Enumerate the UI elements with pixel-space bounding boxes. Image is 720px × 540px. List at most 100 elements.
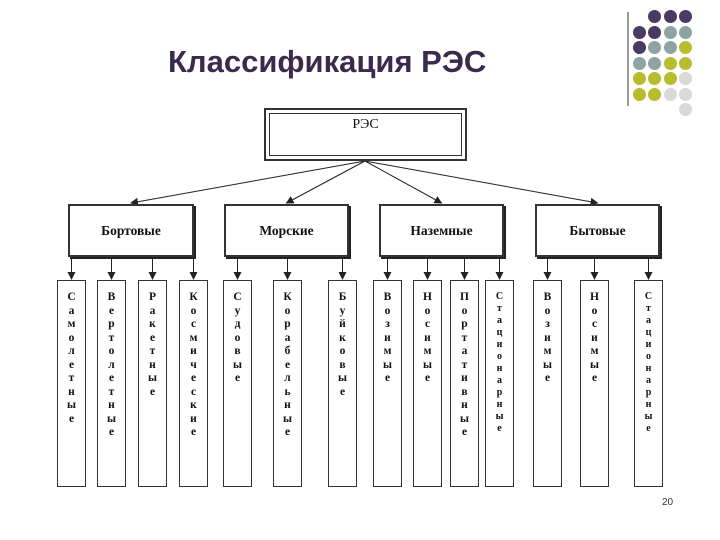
leaf-node-letter: в [234, 345, 241, 357]
leaf-node-letter: к [339, 331, 346, 344]
leaf-node-letter: и [645, 339, 652, 350]
leaf-node-letter: н [108, 399, 115, 411]
leaf-node-letter: и [461, 372, 468, 384]
leaf-node-letter: ы [590, 358, 599, 371]
decorative-dot [632, 56, 646, 70]
leaf-node-letter: т [461, 358, 468, 371]
leaf-node-letter: С [495, 291, 504, 302]
leaf-node-letter: и [424, 331, 431, 344]
leaf-node-letter: в [461, 385, 468, 398]
leaf-node-letter: Н [423, 291, 432, 303]
root-to-category-arrow [364, 160, 443, 204]
leaf-node-letter: ы [460, 412, 469, 425]
leaf-node-letter: ы [338, 372, 347, 384]
leaf-node-letter: с [424, 318, 431, 330]
decorative-dot [679, 41, 692, 54]
leaf-node-letter: с [591, 318, 598, 330]
leaf-node-letter: н [645, 363, 652, 374]
leaf-node-letter: ы [644, 411, 653, 422]
leaf-node-letter: к [190, 399, 197, 411]
leaf-node-letter: н [645, 399, 652, 410]
leaf-node-letter: н [461, 399, 468, 411]
root-to-category-arrow [130, 160, 366, 206]
leaf-node-letter: е [424, 372, 431, 384]
leaf-node-letter: а [497, 315, 502, 326]
leaf-node-letter: е [384, 372, 391, 384]
leaf-node-letter: н [284, 399, 291, 411]
leaf-node-letter: ы [148, 372, 157, 384]
leaf-node-letter: з [385, 318, 390, 330]
leaf-node-letter: т [68, 372, 75, 384]
leaf-node-letter: е [108, 372, 115, 384]
leaf-node-letter: о [591, 304, 598, 317]
leaf-node-letter: ч [190, 358, 197, 371]
leaf-node-letter: и [496, 339, 503, 350]
leaf-node-letter: е [461, 426, 468, 438]
decorative-dot [648, 25, 661, 39]
leaf-node-letter: н [149, 358, 156, 371]
leaf-node-letter: ы [383, 358, 392, 371]
leaf-node-letter: е [108, 426, 115, 438]
leaf-node-letter: е [108, 304, 115, 317]
leaf-node-letter: о [190, 304, 197, 317]
leaf-node-letter: В [107, 291, 116, 303]
leaf-node-letter: К [189, 291, 198, 303]
decorative-dot [679, 103, 692, 116]
leaf-node-letter: о [339, 345, 346, 357]
leaf-node-letter: н [496, 399, 503, 410]
leaf-node-letter: о [497, 351, 502, 362]
decorative-dot [679, 72, 692, 85]
decorative-dot [632, 72, 646, 85]
leaf-node-letter: м [423, 345, 432, 357]
leaf-node-letter: ы [423, 358, 432, 371]
decorative-dot [679, 10, 692, 23]
category-node-label: Бортовые [101, 222, 161, 238]
leaf-node-letter: е [190, 426, 197, 438]
leaf-node-letter: и [190, 412, 197, 425]
leaf-node-letter: т [149, 345, 156, 357]
leaf-node-letter: е [339, 385, 346, 398]
leaf-node-letter: в [339, 358, 346, 371]
slide-title: Классификация РЭС [168, 44, 487, 79]
leaf-node-letter: е [591, 372, 598, 384]
leaf-node-letter: е [68, 358, 75, 371]
leaf-node-letter: л [284, 372, 291, 384]
decorative-dot [648, 87, 661, 101]
leaf-node-letter: о [424, 304, 431, 317]
root-to-category-arrow [364, 160, 599, 206]
leaf-node-letter: ц [645, 327, 652, 338]
leaf-node-letter: м [590, 345, 599, 357]
leaf-node-letter: у [234, 304, 241, 317]
category-node-label: Морские [259, 222, 314, 238]
decorative-dot [663, 41, 677, 54]
leaf-node-letter: р [645, 387, 652, 398]
category-node-label: Наземные [410, 222, 473, 238]
leaf-node-letter: К [283, 291, 292, 303]
leaf-node-letter: ы [67, 399, 76, 411]
leaf-node-letter: т [108, 385, 115, 398]
leaf-node-letter: ы [283, 412, 292, 425]
decorative-dot [648, 10, 661, 23]
decorative-dot [648, 56, 661, 70]
leaf-node-letter: а [284, 331, 291, 344]
leaf-node-letter: ы [495, 411, 504, 422]
leaf-node-letter: б [284, 345, 291, 357]
decorative-dot [663, 56, 677, 70]
leaf-node-letter: е [284, 426, 291, 438]
leaf-node-letter: ы [233, 358, 242, 371]
leaf-node-letter: В [383, 291, 392, 303]
leaf-node-letter: е [190, 372, 197, 384]
leaf-node-letter: с [190, 318, 197, 330]
leaf-node-letter: е [149, 331, 156, 344]
leaf-node-letter: т [461, 331, 468, 344]
category-node: Бытовые [535, 204, 660, 257]
decorative-dot [648, 72, 661, 85]
leaf-node-letter: м [67, 318, 76, 330]
leaf-node-letter: н [496, 363, 503, 374]
leaf-node-letter: е [284, 358, 291, 371]
